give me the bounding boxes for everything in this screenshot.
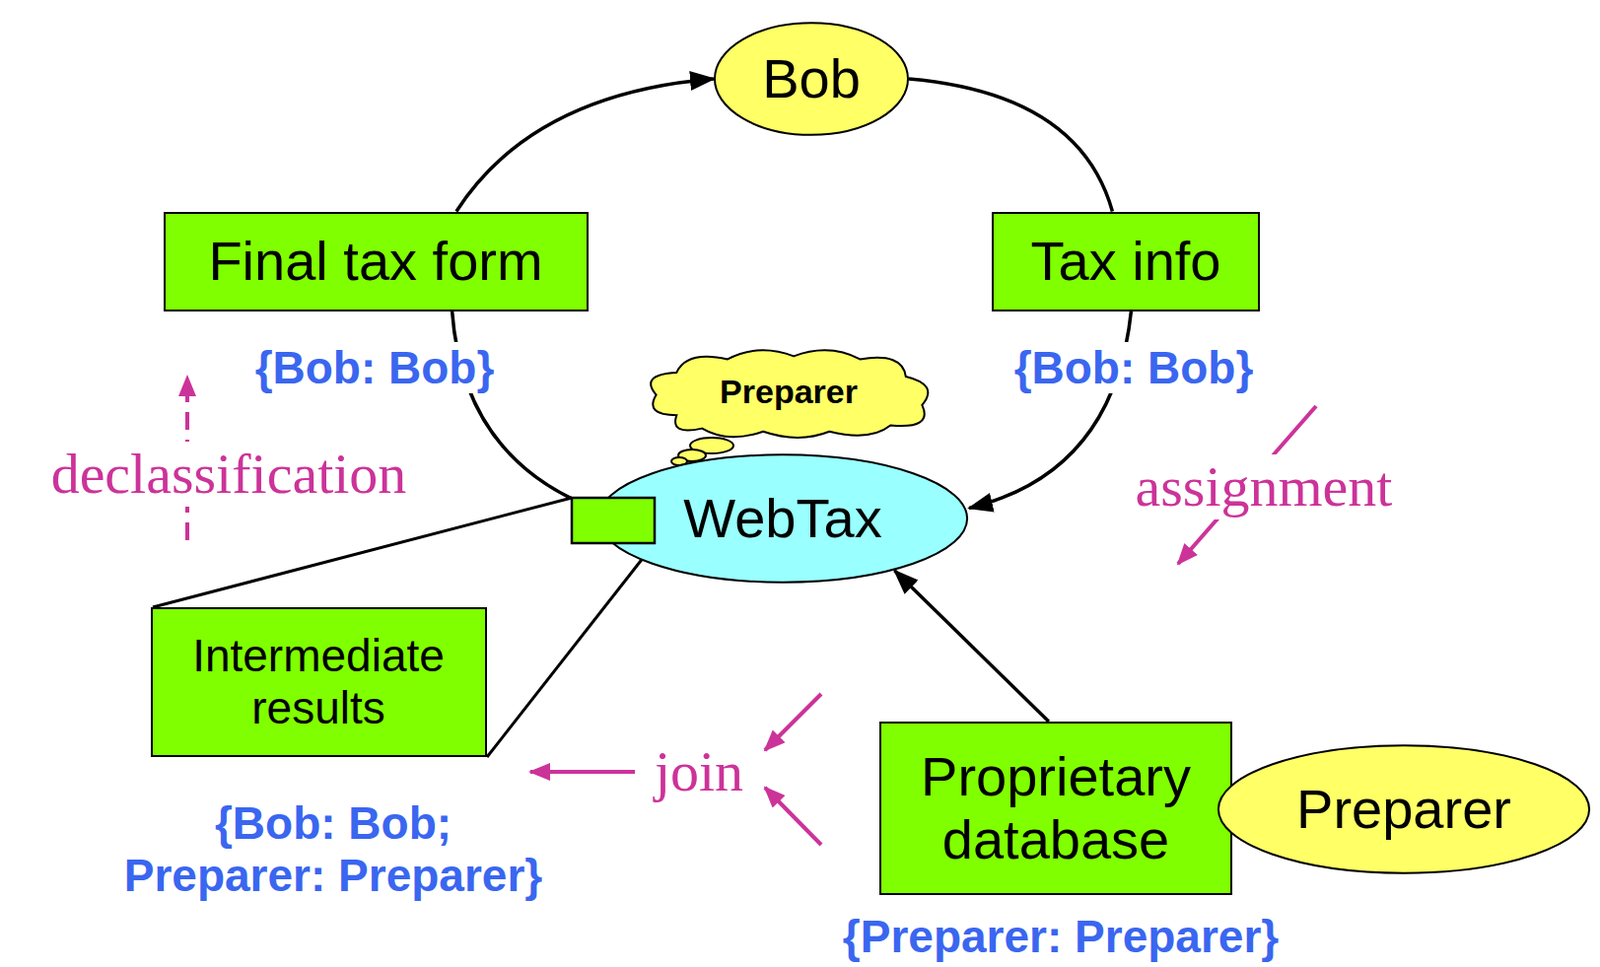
node-text: Tax info xyxy=(1001,229,1251,293)
operation-label: assignment xyxy=(1130,454,1398,521)
ellipse-shape xyxy=(1218,745,1590,873)
principal-ellipse: Preparer xyxy=(1216,744,1592,875)
data-box: Proprietary database xyxy=(879,721,1233,896)
intermediate-store-icon xyxy=(571,497,655,544)
data-box: Tax info xyxy=(991,211,1260,312)
node-text: Preparer xyxy=(688,372,889,412)
cloud-shape xyxy=(650,349,928,438)
flow-connector xyxy=(456,78,714,212)
node-text-holder: Proprietary database xyxy=(889,745,1223,873)
flow-connector xyxy=(908,78,1113,212)
zoom-line xyxy=(486,543,655,758)
node-text: Proprietary database xyxy=(889,745,1223,873)
flow-connector xyxy=(969,311,1131,509)
security-label: {Preparer: Preparer} xyxy=(837,910,1284,964)
operation-label: declassification xyxy=(46,441,413,508)
zoom-line xyxy=(152,497,572,608)
join-output-arrow xyxy=(530,769,635,774)
node-text-holder: Preparer xyxy=(1278,777,1530,841)
node-text: Final tax form xyxy=(173,229,579,293)
program-ellipse: WebTax xyxy=(596,453,970,584)
node-text: Preparer xyxy=(1278,777,1530,841)
thought-cloud: Preparer xyxy=(635,344,942,441)
principal-ellipse: Bob xyxy=(713,21,909,137)
join-input-arrow xyxy=(765,694,822,751)
node-text-holder: WebTax xyxy=(658,486,907,551)
flow-connector xyxy=(894,570,1048,722)
ellipse-shape xyxy=(598,454,968,582)
join-input-arrow xyxy=(765,787,822,845)
security-label: {Bob: Bob} xyxy=(1009,342,1259,395)
operation-label: join xyxy=(649,739,749,806)
node-text-holder: Tax info xyxy=(1001,229,1251,293)
node-text-holder: Intermediate results xyxy=(160,629,478,735)
node-text-holder: Bob xyxy=(751,47,873,111)
security-label: {Bob: Bob} xyxy=(250,342,500,395)
node-text: WebTax xyxy=(658,486,907,551)
data-box: Intermediate results xyxy=(150,607,487,758)
security-label: {Bob: Bob; Preparer: Preparer} xyxy=(112,797,556,903)
data-box: Final tax form xyxy=(163,211,589,312)
node-text-holder: Preparer xyxy=(688,372,889,412)
ellipse-shape xyxy=(714,22,908,136)
node-text: Intermediate results xyxy=(160,629,478,735)
node-text: Bob xyxy=(751,47,873,111)
node-text-holder: Final tax form xyxy=(173,229,579,293)
